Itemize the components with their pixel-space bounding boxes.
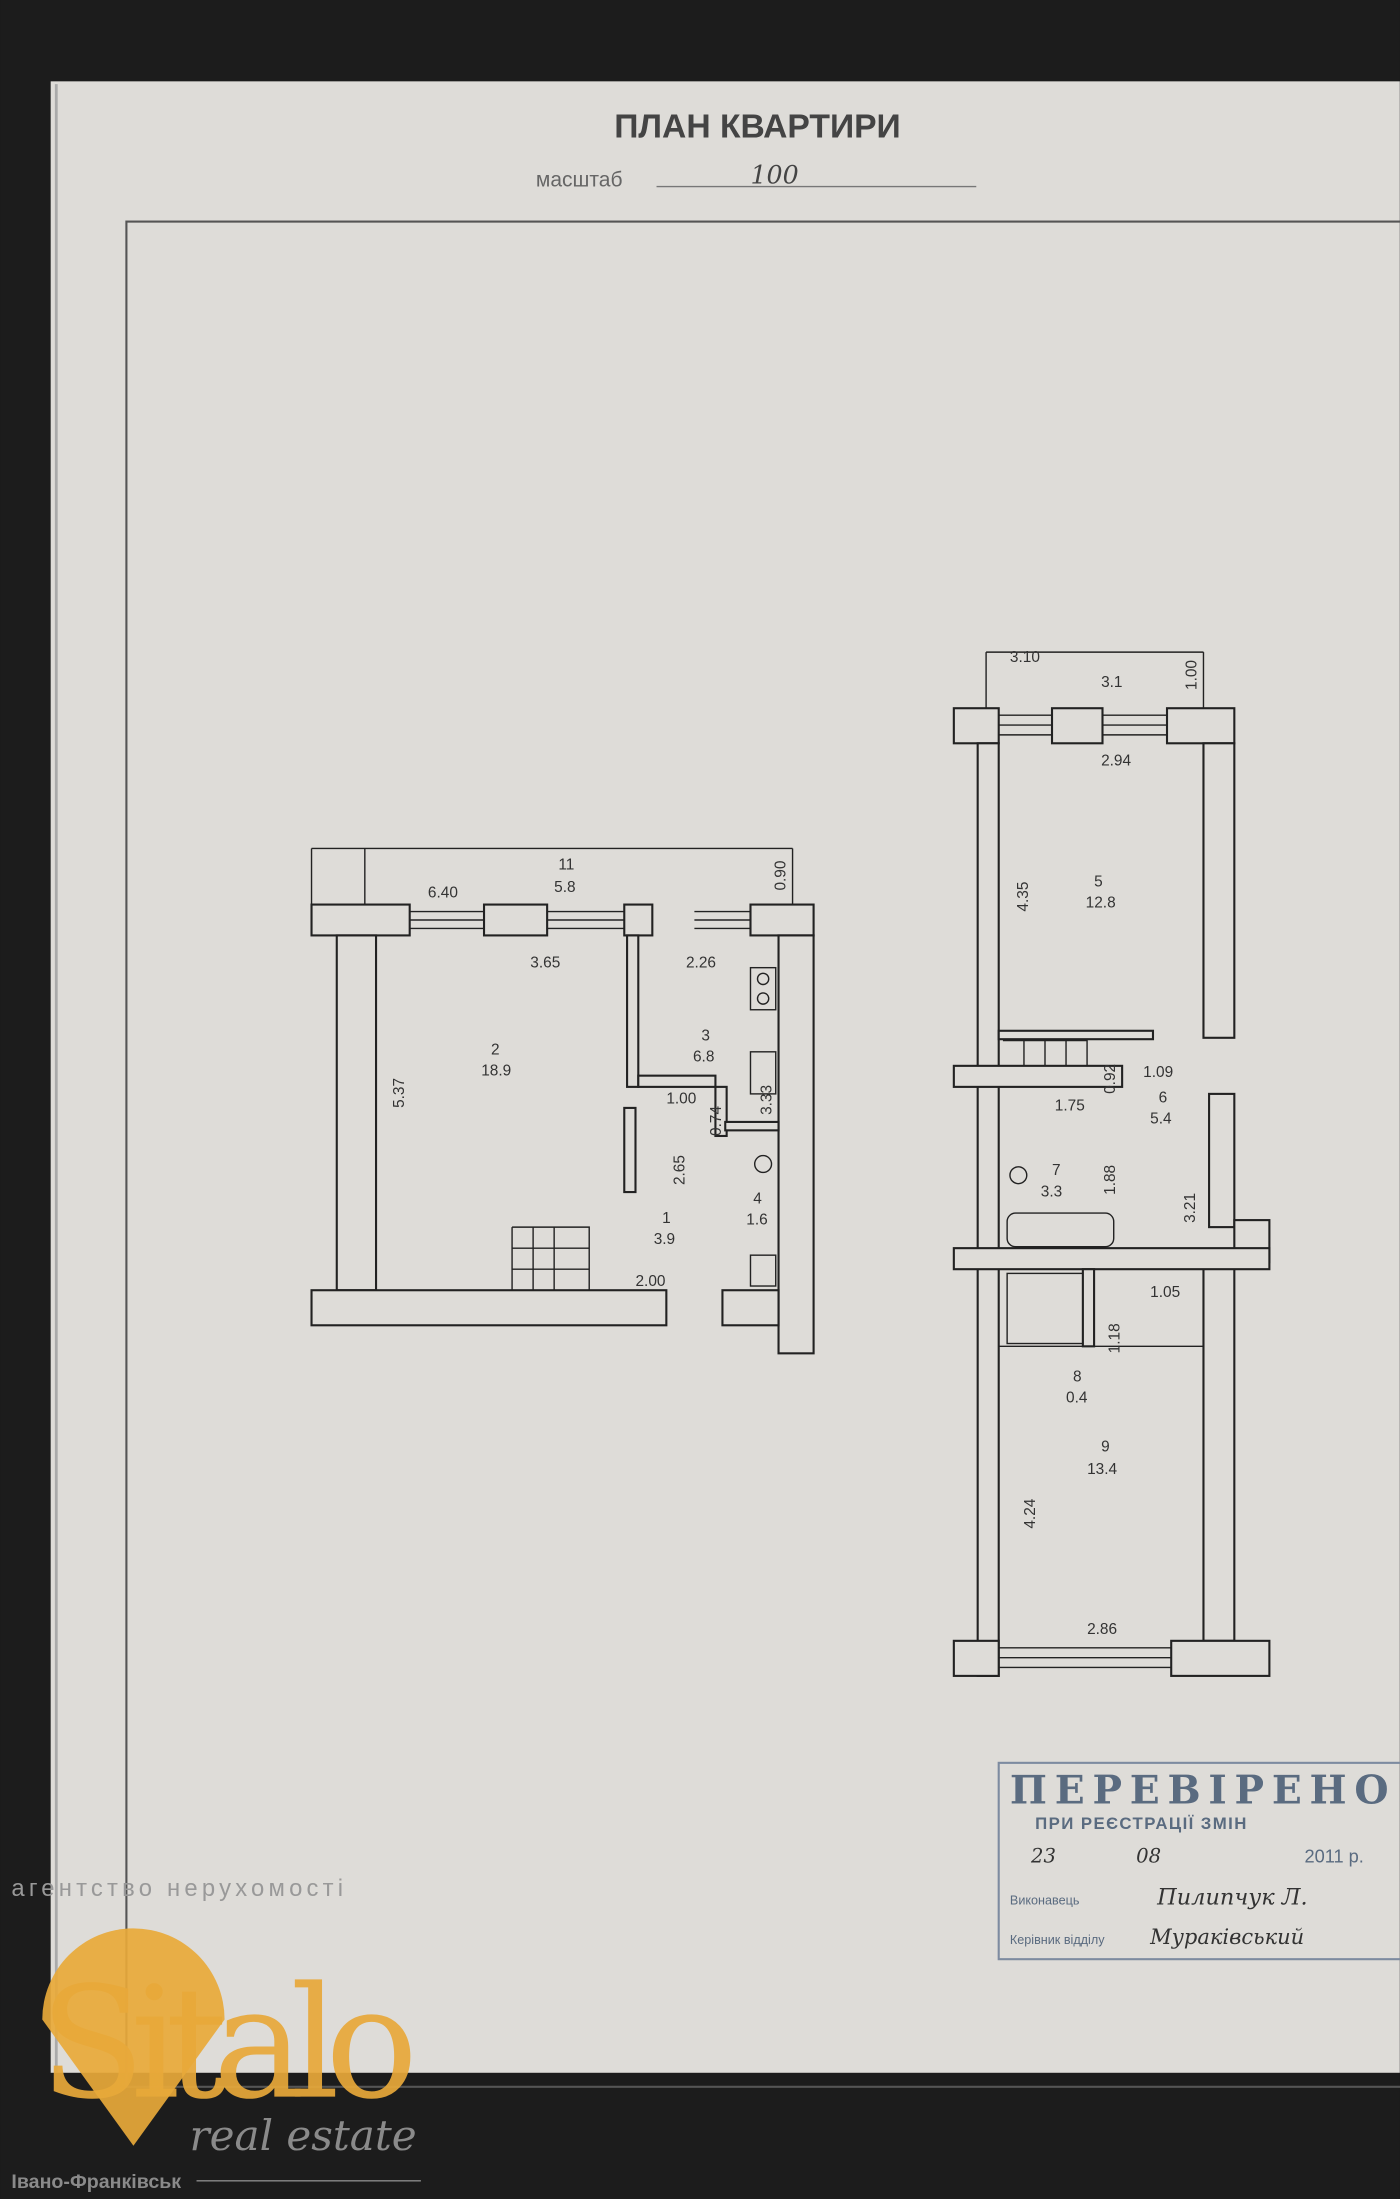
stamp-performer-label: Виконавець bbox=[1010, 1893, 1080, 1907]
room-area: 12.8 bbox=[1086, 894, 1116, 911]
stamp-head-label: Керівник відділу bbox=[1010, 1933, 1105, 1947]
room-area: 6.8 bbox=[693, 1049, 714, 1066]
watermark-city: Івано-Франківськ bbox=[11, 2171, 181, 2193]
dim: 1.75 bbox=[1055, 1098, 1085, 1115]
dim: 0.90 bbox=[773, 861, 790, 891]
dim: 0.74 bbox=[708, 1106, 725, 1136]
stamp-subtitle: ПРИ РЕЄСТРАЦІЇ ЗМІН bbox=[1035, 1814, 1248, 1833]
dim: 4.35 bbox=[1015, 882, 1032, 912]
dim: 2.94 bbox=[1101, 753, 1131, 770]
room-area: 0.4 bbox=[1066, 1389, 1088, 1406]
dim: 2.65 bbox=[672, 1155, 689, 1185]
dim: 1.88 bbox=[1102, 1165, 1119, 1195]
scale-label: масштаб bbox=[536, 169, 623, 192]
dim: 1.09 bbox=[1143, 1064, 1173, 1081]
watermark-brand: Sitalo bbox=[39, 1955, 418, 2134]
registration-stamp: ПЕРЕВІРЕНО ПРИ РЕЄСТРАЦІЇ ЗМІН 23 08 201… bbox=[997, 1761, 1400, 1961]
dim: 4.24 bbox=[1022, 1498, 1039, 1528]
room-number: 7 bbox=[1052, 1162, 1061, 1179]
dim: 3.10 bbox=[1010, 649, 1040, 666]
room-number: 3 bbox=[701, 1028, 710, 1045]
left-apartment-plan bbox=[310, 847, 815, 1355]
dim: 1.00 bbox=[666, 1091, 696, 1108]
room-number: 4 bbox=[753, 1190, 762, 1207]
stamp-performer: Пилипчук Л. bbox=[1156, 1884, 1307, 1910]
dim: 5.8 bbox=[554, 879, 575, 896]
stamp-day: 23 bbox=[1030, 1844, 1056, 1867]
dim: 1.05 bbox=[1150, 1284, 1180, 1301]
drawing-frame bbox=[125, 220, 1400, 2088]
room-area: 1.6 bbox=[746, 1211, 767, 1228]
paper-sheet bbox=[50, 81, 1400, 2073]
watermark-sub: real estate bbox=[190, 2111, 417, 2160]
room-number: 9 bbox=[1101, 1439, 1110, 1456]
dim: 11 bbox=[558, 857, 574, 874]
room-number: 2 bbox=[491, 1042, 500, 1059]
room-area: 3.3 bbox=[1041, 1183, 1062, 1200]
room-area: 18.9 bbox=[481, 1063, 511, 1080]
room-number: 1 bbox=[662, 1210, 671, 1227]
room-area: 5.4 bbox=[1150, 1110, 1172, 1127]
dim: 2.00 bbox=[635, 1273, 665, 1290]
dim: 1.00 bbox=[1183, 660, 1200, 690]
dim: 5.37 bbox=[391, 1078, 408, 1108]
dim: 3.1 bbox=[1101, 674, 1122, 691]
watermark-tagline: агентство нерухомості bbox=[11, 1875, 347, 1902]
plan-title: ПЛАН КВАРТИРИ bbox=[614, 108, 901, 145]
dim: 1.18 bbox=[1106, 1323, 1123, 1353]
dim: 3.33 bbox=[759, 1085, 776, 1115]
right-apartment-dimensions: 3.10 3.1 1.00 2.94 4.35 0.92 1.09 1.75 1… bbox=[1010, 649, 1201, 1638]
stamp-head: Мураківський bbox=[1149, 1924, 1304, 1949]
dim: 3.21 bbox=[1182, 1193, 1199, 1223]
stamp-title: ПЕРЕВІРЕНО bbox=[1010, 1768, 1389, 1814]
dim: 2.86 bbox=[1087, 1621, 1117, 1638]
room-number: 5 bbox=[1094, 873, 1103, 890]
dim: 2.26 bbox=[686, 955, 716, 972]
room-area: 13.4 bbox=[1087, 1461, 1117, 1478]
room-number: 8 bbox=[1073, 1368, 1082, 1385]
scale-value: 100 bbox=[750, 161, 798, 190]
stamp-month: 08 bbox=[1136, 1844, 1161, 1867]
left-apartment-dimensions: 6.40 11 5.8 0.90 3.65 2.26 5.37 1.00 0.7… bbox=[391, 857, 789, 1291]
location-pin-logo bbox=[42, 1928, 225, 2146]
right-apartment-plan bbox=[952, 651, 1271, 1677]
dim: 0.92 bbox=[1102, 1064, 1119, 1094]
sitalo-watermark: Sitalo real estate Івано-Франківськ аген… bbox=[11, 1875, 421, 2193]
dim: 3.65 bbox=[530, 955, 560, 972]
stamp-year: 2011 р. bbox=[1304, 1845, 1363, 1866]
room-area: 3.9 bbox=[654, 1231, 675, 1248]
dim: 6.40 bbox=[428, 885, 458, 902]
room-number: 6 bbox=[1159, 1089, 1168, 1106]
